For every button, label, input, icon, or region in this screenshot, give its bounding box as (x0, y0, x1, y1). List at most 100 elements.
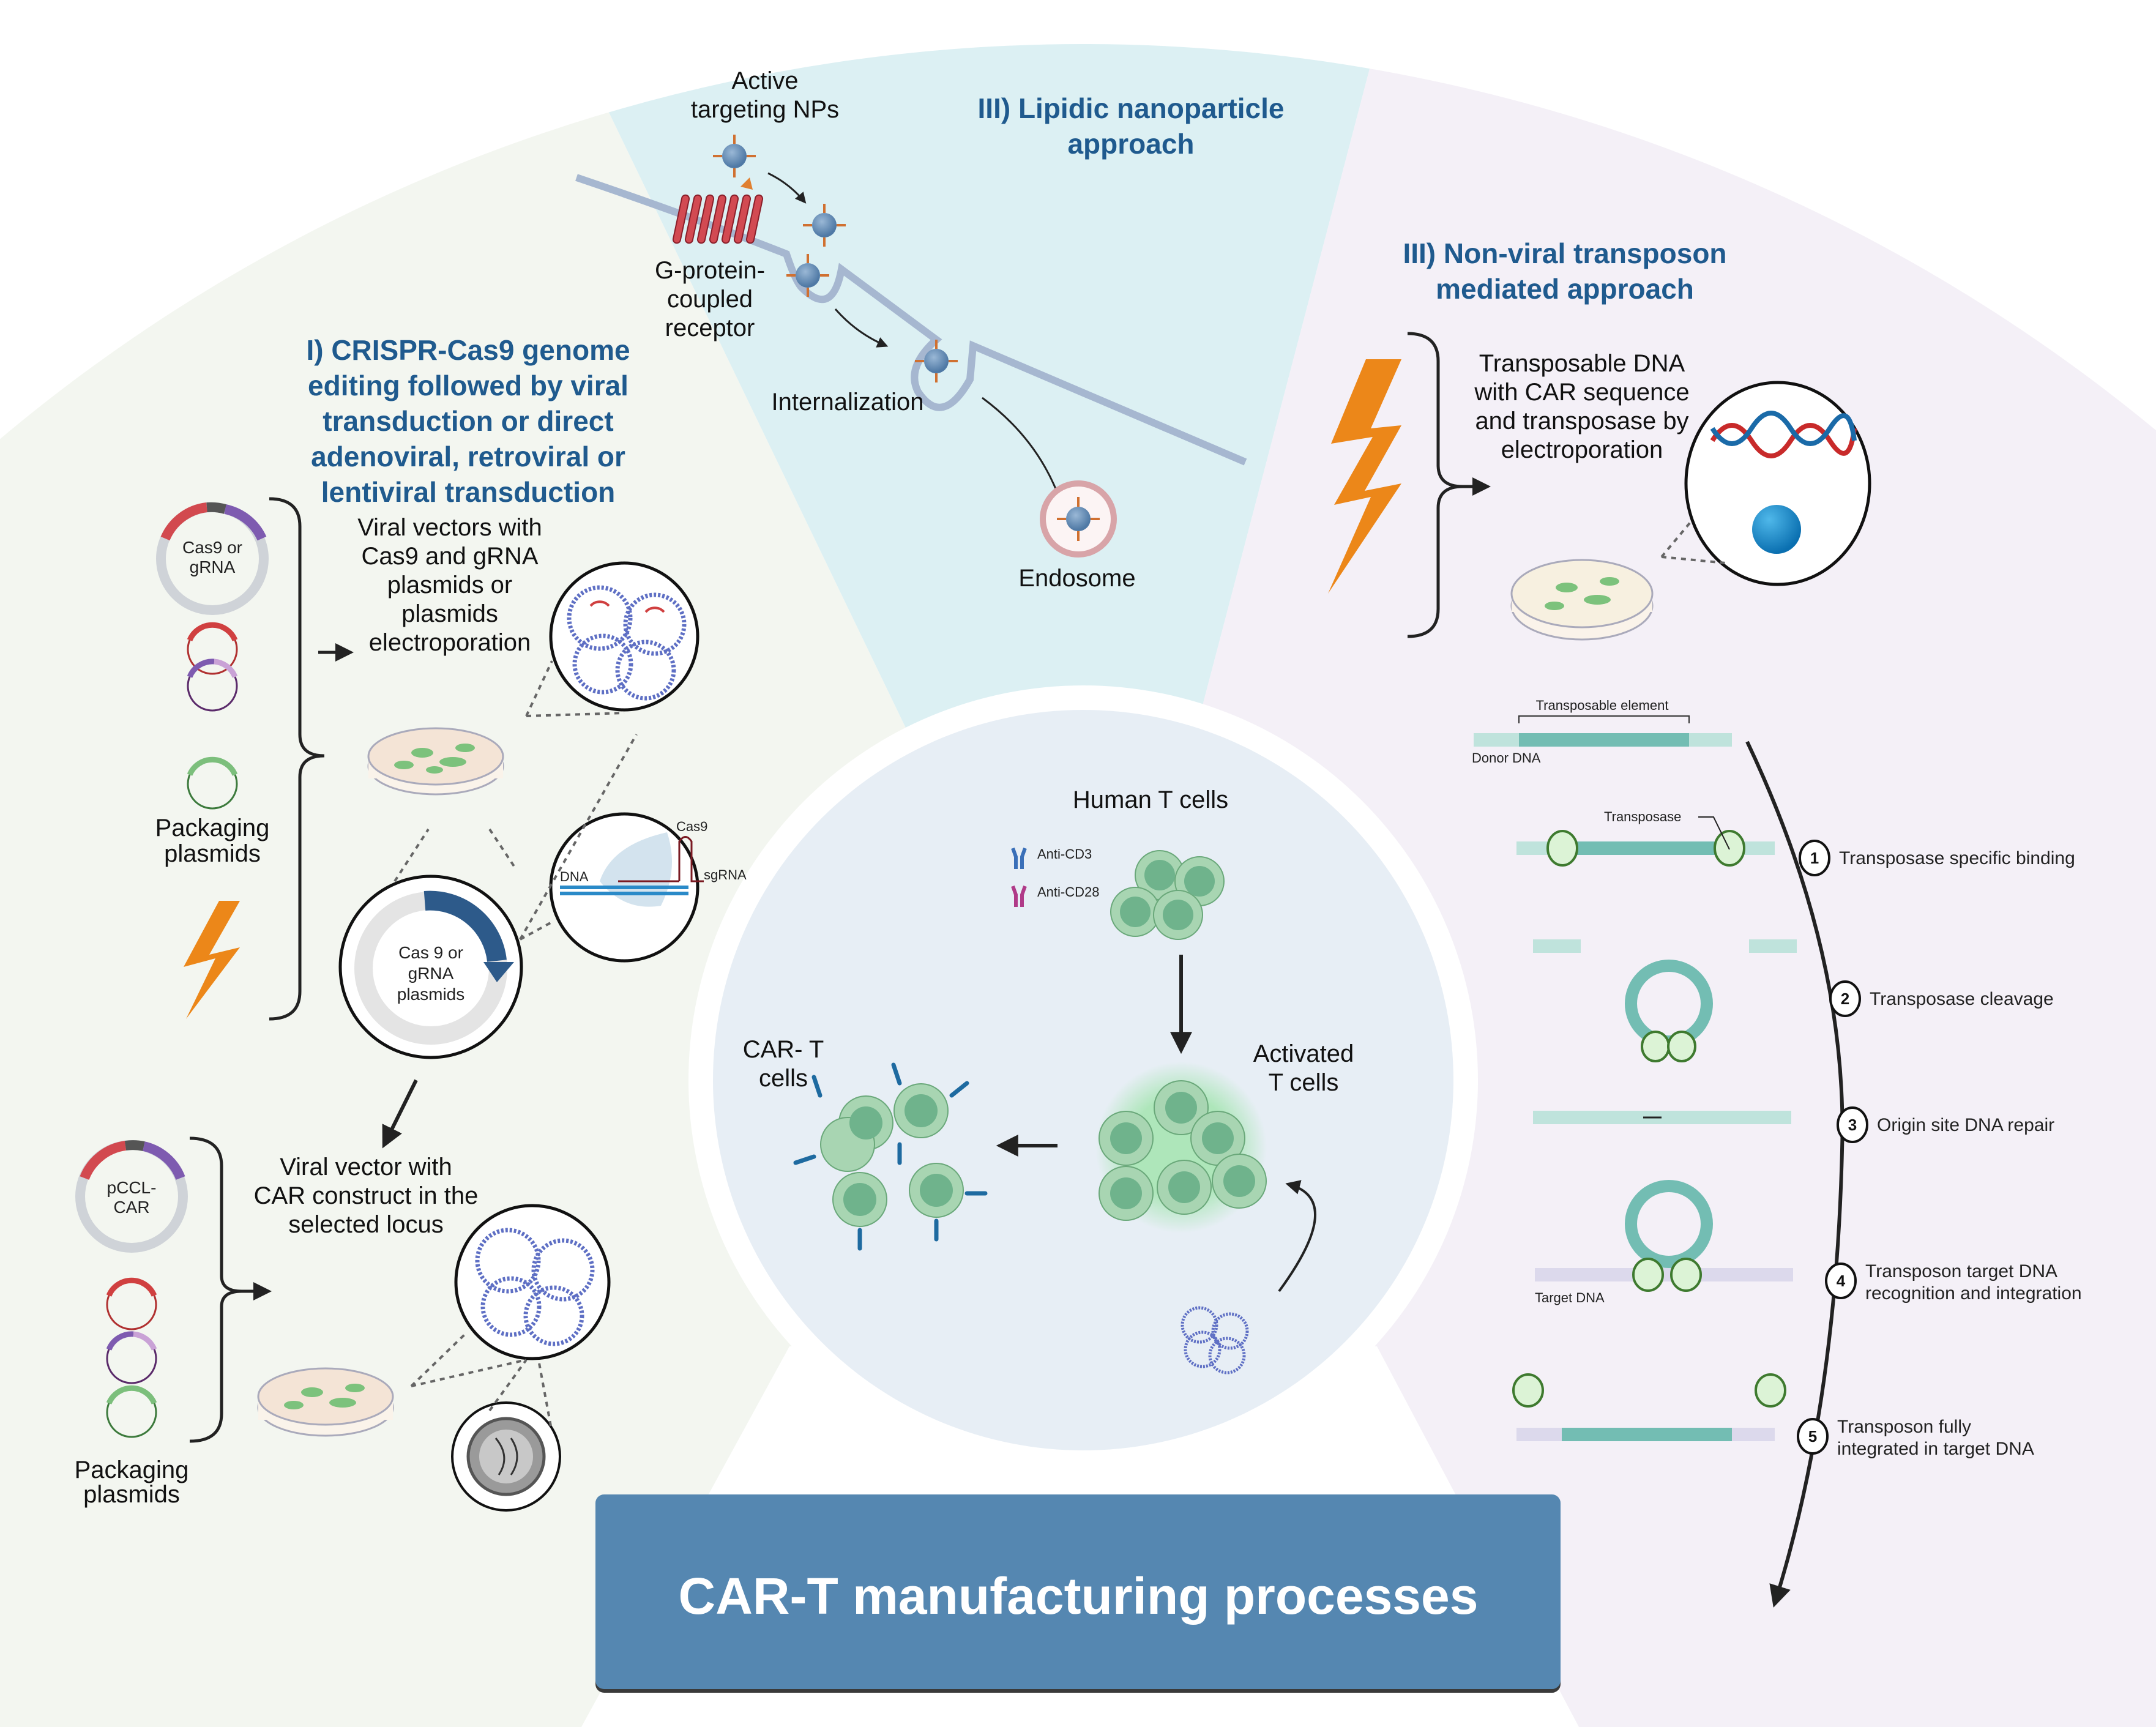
transposon-step-text: Transposable DNA with CAR sequence and t… (1474, 350, 1689, 463)
sector-crispr (0, 44, 1083, 1727)
packaging-plasmid-purple-icon (187, 658, 238, 712)
step-text-line: CAR construct in the (254, 1182, 479, 1209)
packaging-plasmid-red-icon (187, 622, 238, 675)
packaging-label: Packaging (155, 815, 270, 841)
transposon-heading-line: III) Non-viral transposon (1403, 237, 1726, 269)
packaging-plasmid-red-icon (106, 1277, 157, 1330)
target-dna-label: Target DNA (1535, 1290, 1605, 1305)
step-text-line: Transposable DNA (1479, 350, 1685, 377)
sector-lnp (496, 44, 1420, 740)
transposase-label: Transposase (1604, 809, 1681, 824)
step-text-line: electroporation (1501, 436, 1663, 463)
step-number-badge (1797, 1418, 1829, 1455)
arrow (834, 308, 889, 348)
step-1-graphic: Transposase (1516, 809, 1775, 867)
packaging-plasmid-green-icon (106, 1385, 157, 1438)
viral-vectors-small (1181, 1306, 1249, 1375)
anti-cd28-label: Anti-CD28 (1037, 884, 1099, 900)
endosome-label: Endosome (1018, 565, 1135, 592)
zoom-connector-lines (410, 1333, 552, 1427)
car-t-label: CAR- T (743, 1036, 824, 1063)
cas9-grna-plasmid-icon: Cas9 or gRNA (156, 502, 269, 615)
cas9-label: gRNA (408, 964, 454, 983)
crispr-heading-line: editing followed by viral (308, 370, 629, 401)
transposon-section: III) Non-viral transposon mediated appro… (1328, 237, 2082, 1608)
nanoparticle-icon (713, 135, 958, 382)
plasmid-label: pCCL- (107, 1178, 157, 1197)
step-text-line: Viral vectors with (357, 514, 542, 541)
step-number-badge (1799, 840, 1830, 876)
step-number-badge (1825, 1263, 1857, 1299)
lightning-icon (1328, 359, 1401, 594)
zoom-connector-line (1661, 556, 1726, 564)
activated-t-cells-cluster (1095, 1062, 1267, 1233)
packaging-label: Packaging (75, 1457, 189, 1483)
donor-dna-label: Donor DNA (1472, 750, 1541, 766)
title-box: CAR-T manufacturing processes (595, 1494, 1561, 1693)
step-number-badge (1837, 1106, 1868, 1143)
crispr-mechanism-inset: DNA Cas9 sgRNA (549, 812, 747, 963)
step-number: 4 (1837, 1272, 1846, 1290)
cas9-plasmid-inset: Cas 9 or gRNA plasmids (338, 875, 523, 1059)
gpcr-label: receptor (665, 315, 755, 341)
car-step-text: Viral vector with CAR construct in the s… (254, 1154, 479, 1238)
arrow (382, 1079, 418, 1149)
sgrna-label: sgRNA (704, 867, 747, 882)
step-3-graphic (1533, 1111, 1791, 1124)
plasmid-label: CAR (113, 1198, 149, 1217)
center-circle (713, 710, 1453, 1450)
petri-dish-icon (367, 727, 504, 796)
pccl-car-plasmid-icon: pCCL- CAR (75, 1140, 188, 1253)
transposon-heading-line: mediated approach (1436, 273, 1694, 305)
active-np-label: Active (732, 67, 799, 94)
step-number: 1 (1810, 849, 1819, 867)
petri-dish-icon (257, 1367, 394, 1437)
zoom-connector-lines (394, 660, 638, 941)
activated-label: T cells (1269, 1069, 1339, 1096)
cas9-label: Cas9 (676, 819, 707, 834)
active-np-label: targeting NPs (691, 96, 839, 123)
step-text-line: with CAR sequence (1474, 379, 1689, 406)
virus-particle-inset (451, 1401, 561, 1512)
gpcr-label: G-protein- (655, 257, 765, 284)
step-2-graphic (1533, 939, 1797, 1062)
sector-transposon (1193, 44, 2156, 1727)
donor-dna (1474, 733, 1732, 747)
step-number: 2 (1841, 990, 1849, 1008)
bracket (269, 497, 325, 1021)
plasmid-label: Cas9 or (182, 538, 242, 557)
petri-dish-icon (1510, 559, 1654, 641)
transposable-element-label: Transposable element (1536, 698, 1669, 713)
step-number: 5 (1808, 1427, 1817, 1445)
cas9-label: plasmids (397, 985, 464, 1004)
packaging-plasmid-green-icon (187, 756, 238, 810)
crispr-heading-line: transduction or direct (323, 405, 613, 437)
packaging-label: plasmids (83, 1481, 180, 1508)
step-label: Origin site DNA repair (1877, 1115, 2054, 1135)
center-content: Human T cells Anti-CD3 Anti-CD28 Activat… (743, 786, 1354, 1375)
lnp-heading-line: approach (1067, 128, 1194, 160)
arrow (1278, 1180, 1316, 1292)
lnp-section: III) Lipidic nanoparticle approach Activ… (575, 67, 1285, 592)
lnp-heading-line: III) Lipidic nanoparticle (978, 92, 1285, 124)
step-label: Transposon target DNA (1865, 1261, 2057, 1281)
antibody-legend: Anti-CD3 Anti-CD28 (1011, 846, 1099, 907)
step-5-graphic (1512, 1373, 1786, 1441)
gpcr-label: coupled (667, 286, 753, 313)
crispr-section: I) CRISPR-Cas9 genome editing followed b… (75, 334, 747, 1512)
lightning-icon (184, 901, 240, 1019)
element-bracket (1518, 715, 1690, 723)
crispr-heading-line: lentiviral transduction (321, 476, 616, 508)
crispr-heading: I) CRISPR-Cas9 genome editing followed b… (306, 334, 630, 508)
internalization-label: Internalization (771, 389, 923, 416)
car-t-cells-cluster (793, 1062, 988, 1251)
step-4-graphic: Target DNA (1535, 1180, 1793, 1305)
activated-label: Activated (1253, 1040, 1354, 1067)
dna-label: DNA (560, 869, 589, 884)
